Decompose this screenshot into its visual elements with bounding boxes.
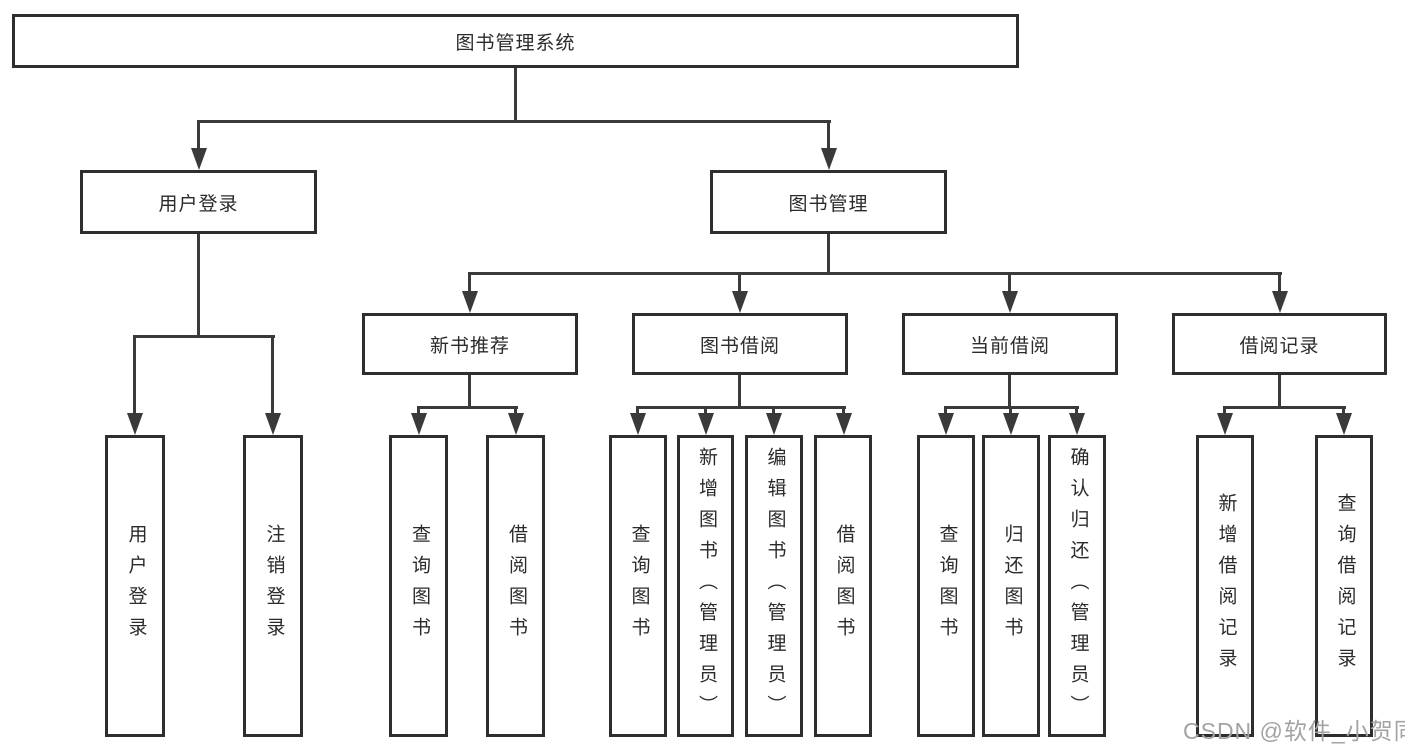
- arrowhead-icon: [836, 413, 852, 435]
- connector-drop-mid: [1278, 272, 1281, 302]
- leaf-label: 查询借阅记录: [1334, 493, 1356, 679]
- node-root: 图书管理系统: [12, 14, 1019, 68]
- node-book-borrow-label: 图书借阅: [699, 335, 780, 357]
- node-book-mgmt: 图书管理: [710, 170, 947, 234]
- leaf-label: 确认归还（管理员）: [1067, 446, 1089, 726]
- arrowhead-icon: [127, 413, 143, 435]
- node-borrow-record: 借阅记录: [1172, 313, 1387, 375]
- connector-mid-vline: [738, 375, 741, 406]
- arrowhead-icon: [766, 413, 782, 435]
- connector-bookmgmt-vline: [827, 234, 830, 272]
- leaf-user-login: 用户登录: [105, 435, 165, 737]
- leaf-label: 新增图书（管理员）: [695, 446, 717, 726]
- leaf-query-book-2: 查询图书: [609, 435, 667, 737]
- arrowhead-icon: [630, 413, 646, 435]
- leaf-borrow-book-1: 借阅图书: [486, 435, 545, 737]
- arrowhead-icon: [732, 291, 748, 313]
- connector-userlogin-vline: [197, 234, 200, 335]
- leaf-label: 查询图书: [408, 524, 430, 648]
- node-root-label: 图书管理系统: [455, 32, 576, 54]
- arrowhead-icon: [938, 413, 954, 435]
- connector-drop-leaf: [133, 335, 136, 425]
- arrowhead-icon: [1003, 413, 1019, 435]
- connector-mid-vline: [1278, 375, 1281, 406]
- leaf-add-borrow-record: 新增借阅记录: [1196, 435, 1254, 737]
- leaf-edit-book-admin: 编辑图书（管理员）: [745, 435, 803, 737]
- connector-mid-vline: [468, 375, 471, 406]
- connector-drop-leaf: [271, 335, 274, 425]
- leaf-label: 借阅图书: [833, 524, 855, 648]
- connector-mid-hbus: [636, 406, 846, 409]
- arrowhead-icon: [1217, 413, 1233, 435]
- arrowhead-icon: [265, 413, 281, 435]
- leaf-add-book-admin: 新增图书（管理员）: [677, 435, 734, 737]
- csdn-watermark: CSDN @软件_小贺同学: [1183, 718, 1405, 744]
- arrowhead-icon: [1002, 291, 1018, 313]
- connector-drop-mid: [1008, 272, 1011, 302]
- leaf-label: 查询图书: [936, 524, 958, 648]
- arrowhead-icon: [1272, 291, 1288, 313]
- connector-root-hbus: [197, 120, 831, 123]
- connector-mid-hbus: [1223, 406, 1346, 409]
- node-user-login-label: 用户登录: [158, 193, 239, 215]
- connector-userlogin-hbus: [133, 335, 275, 338]
- node-borrow-record-label: 借阅记录: [1239, 335, 1320, 357]
- leaf-label: 注销登录: [263, 524, 285, 648]
- connector-drop-mid: [738, 272, 741, 302]
- node-current-borrow: 当前借阅: [902, 313, 1118, 375]
- node-book-mgmt-label: 图书管理: [788, 193, 869, 215]
- node-current-borrow-label: 当前借阅: [969, 335, 1050, 357]
- connector-drop-user-login: [197, 120, 200, 160]
- connector-drop-book-mgmt: [827, 120, 830, 160]
- leaf-label: 查询图书: [628, 524, 650, 648]
- connector-drop-mid: [468, 272, 471, 302]
- leaf-confirm-return-admin: 确认归还（管理员）: [1048, 435, 1106, 737]
- arrowhead-icon: [1069, 413, 1085, 435]
- arrowhead-icon: [821, 148, 837, 170]
- leaf-label: 借阅图书: [505, 524, 527, 648]
- leaf-label: 编辑图书（管理员）: [764, 446, 786, 726]
- connector-bookmgmt-hbus: [468, 272, 1282, 275]
- arrowhead-icon: [411, 413, 427, 435]
- arrowhead-icon: [1336, 413, 1352, 435]
- leaf-borrow-book-2: 借阅图书: [814, 435, 872, 737]
- arrowhead-icon: [462, 291, 478, 313]
- leaf-query-borrow-record: 查询借阅记录: [1315, 435, 1373, 737]
- connector-mid-vline: [1008, 375, 1011, 406]
- arrowhead-icon: [698, 413, 714, 435]
- node-book-borrow: 图书借阅: [632, 313, 848, 375]
- arrowhead-icon: [508, 413, 524, 435]
- connector-mid-hbus: [417, 406, 518, 409]
- leaf-label: 归还图书: [1001, 524, 1023, 648]
- arrowhead-icon: [191, 148, 207, 170]
- node-new-book-recommend-label: 新书推荐: [429, 335, 510, 357]
- leaf-label: 新增借阅记录: [1215, 493, 1237, 679]
- leaf-logout: 注销登录: [243, 435, 303, 737]
- node-user-login: 用户登录: [80, 170, 317, 234]
- leaf-label: 用户登录: [125, 524, 147, 648]
- node-new-book-recommend: 新书推荐: [362, 313, 578, 375]
- leaf-query-book-1: 查询图书: [389, 435, 448, 737]
- connector-root-vline: [514, 68, 517, 120]
- leaf-query-book-3: 查询图书: [917, 435, 975, 737]
- leaf-return-book: 归还图书: [982, 435, 1040, 737]
